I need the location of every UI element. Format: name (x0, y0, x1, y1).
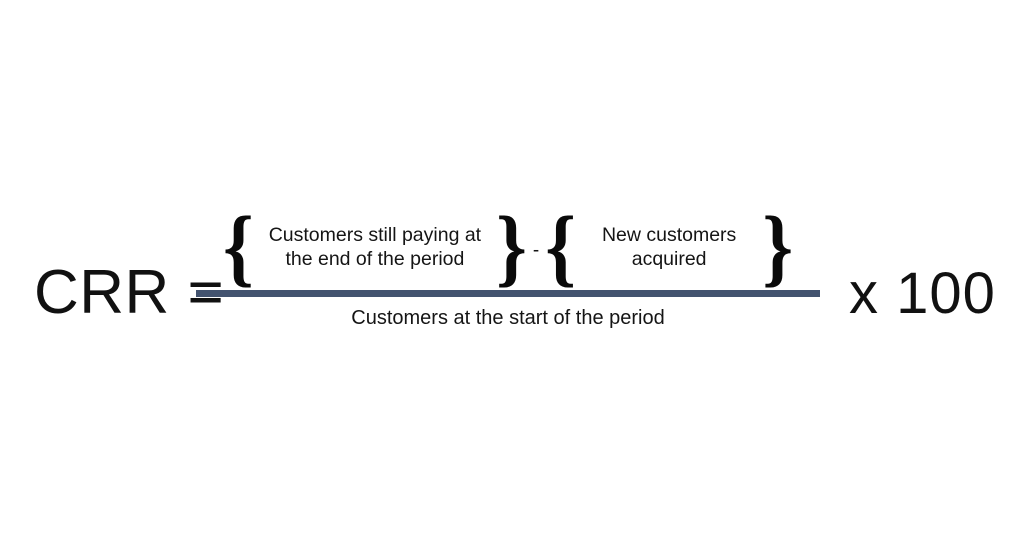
numerator-term-retained-line-2: the end of the period (285, 248, 465, 270)
numerator-term-new-customers: { New customers acquired } (545, 203, 793, 290)
numerator-term-new-customers-line-1: New customers (601, 224, 737, 246)
numerator-term-retained: { Customers still paying at the end of t… (223, 203, 527, 290)
formula-multiplier: x 100 (849, 261, 996, 326)
numerator-term-retained-text: Customers still paying at the end of the… (258, 223, 492, 271)
fraction-numerator: { Customers still paying at the end of t… (196, 203, 820, 290)
formula-left-hand-side: CRR = (34, 258, 225, 327)
fraction-denominator: Customers at the start of the period (351, 307, 665, 329)
curly-brace-open-icon: { (222, 197, 254, 296)
curly-brace-close-icon: } (762, 197, 794, 296)
fraction: { Customers still paying at the end of t… (196, 203, 820, 331)
curly-brace-close-icon: } (496, 197, 527, 296)
fraction-bar (196, 290, 820, 297)
numerator-term-retained-line-1: Customers still paying at (268, 224, 482, 246)
minus-operator: - (532, 239, 540, 261)
numerator-term-new-customers-text: New customers acquired (580, 223, 758, 271)
numerator-term-new-customers-line-2: acquired (631, 248, 707, 270)
curly-brace-open-icon: { (545, 197, 576, 296)
